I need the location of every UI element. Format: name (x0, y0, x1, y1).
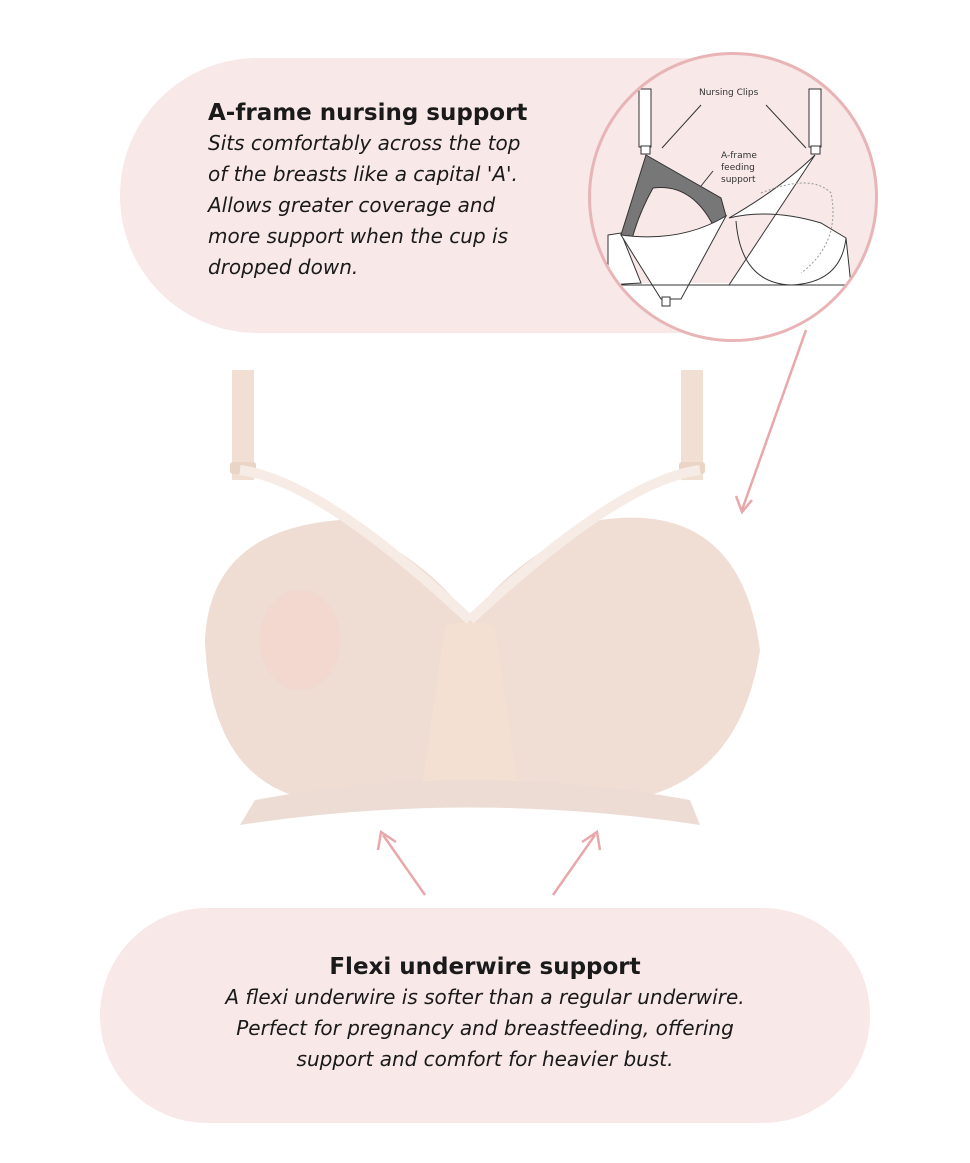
top-callout-line: Sits comfortably across the top (208, 131, 521, 155)
label-support: support (721, 175, 756, 185)
bottom-callout-line: A flexi underwire is softer than a regul… (225, 985, 745, 1009)
top-callout-line: of the breasts like a capital 'A'. (208, 162, 518, 186)
top-callout-title: A-frame nursing support (208, 100, 528, 126)
label-feeding: feeding (721, 163, 755, 173)
bottom-callout-line: Perfect for pregnancy and breastfeeding,… (236, 1016, 734, 1040)
bottom-callout-background (100, 908, 870, 1123)
bottom-callout: Flexi underwire support A flexi underwir… (100, 952, 870, 1075)
top-callout: A-frame nursing support Sits comfortably… (208, 98, 588, 283)
label-aframe: A-frame (721, 151, 757, 161)
top-callout-line: Allows greater coverage and (208, 193, 496, 217)
top-callout-line: dropped down. (208, 255, 359, 279)
bra-photo (205, 370, 760, 825)
bottom-callout-title: Flexi underwire support (329, 954, 641, 980)
label-nursing-clips: Nursing Clips (699, 88, 759, 98)
nursing-bra-diagram: Nursing Clips A-frame feeding support (588, 52, 878, 342)
pointer-arrow-top (740, 329, 808, 511)
bra-line-drawing (607, 88, 871, 339)
bottom-callout-line: support and comfort for heavier bust. (296, 1047, 674, 1071)
pointer-arrow-right (551, 834, 597, 896)
top-callout-line: more support when the cup is (208, 224, 508, 248)
pointer-arrow-left (381, 834, 427, 896)
